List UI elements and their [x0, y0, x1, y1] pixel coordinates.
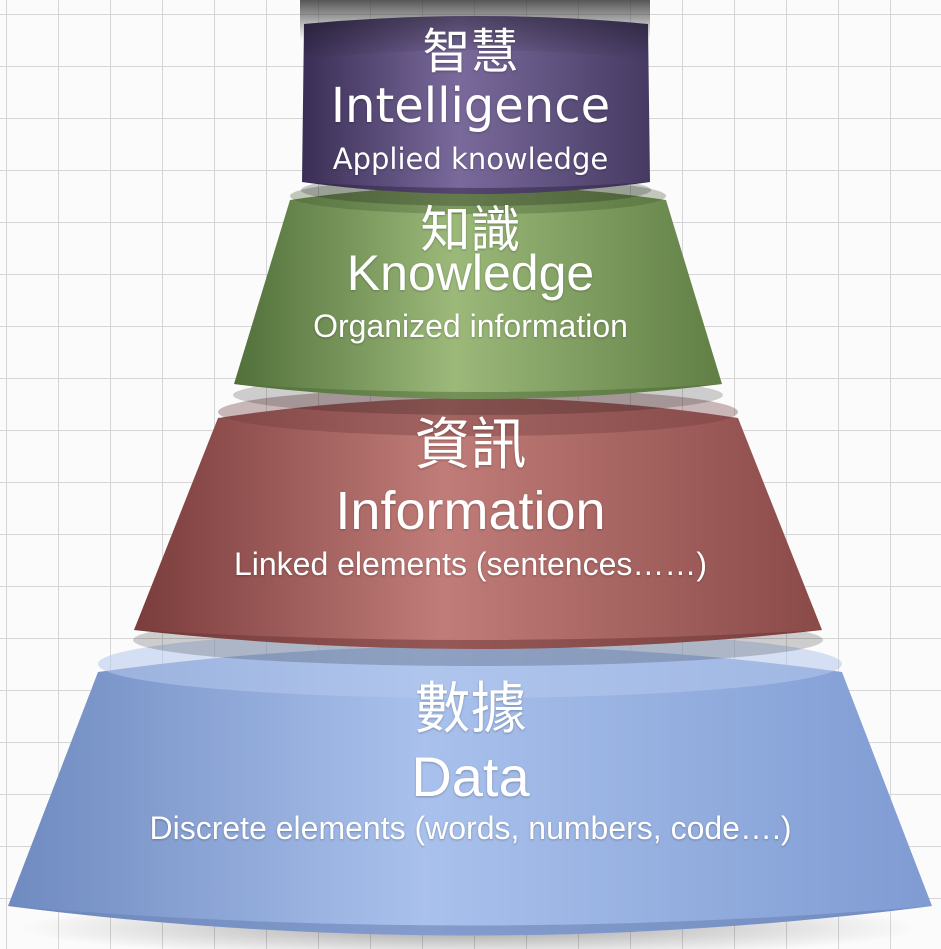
level-knowledge-title: Knowledge	[346, 245, 595, 301]
level-knowledge-chinese: 知識	[420, 201, 521, 259]
level-data-shape	[8, 630, 932, 949]
level-information-chinese: 資訊	[414, 413, 527, 478]
level-data-chinese: 數據	[414, 677, 527, 742]
level-knowledge-description: Organized information	[313, 308, 628, 344]
level-intelligence-shape	[301, 16, 651, 206]
level-intelligence-description: Applied knowledge	[332, 142, 609, 176]
level-intelligence-title: Intelligence	[330, 78, 611, 134]
level-data-title: Data	[411, 745, 530, 808]
level-information-title: Information	[335, 481, 606, 541]
level-information-description: Linked elements (sentences……)	[233, 546, 708, 582]
level-data-description: Discrete elements (words, numbers, code……	[149, 810, 792, 846]
level-information-shape	[133, 388, 823, 666]
level-intelligence-chinese: 智慧	[422, 24, 519, 80]
